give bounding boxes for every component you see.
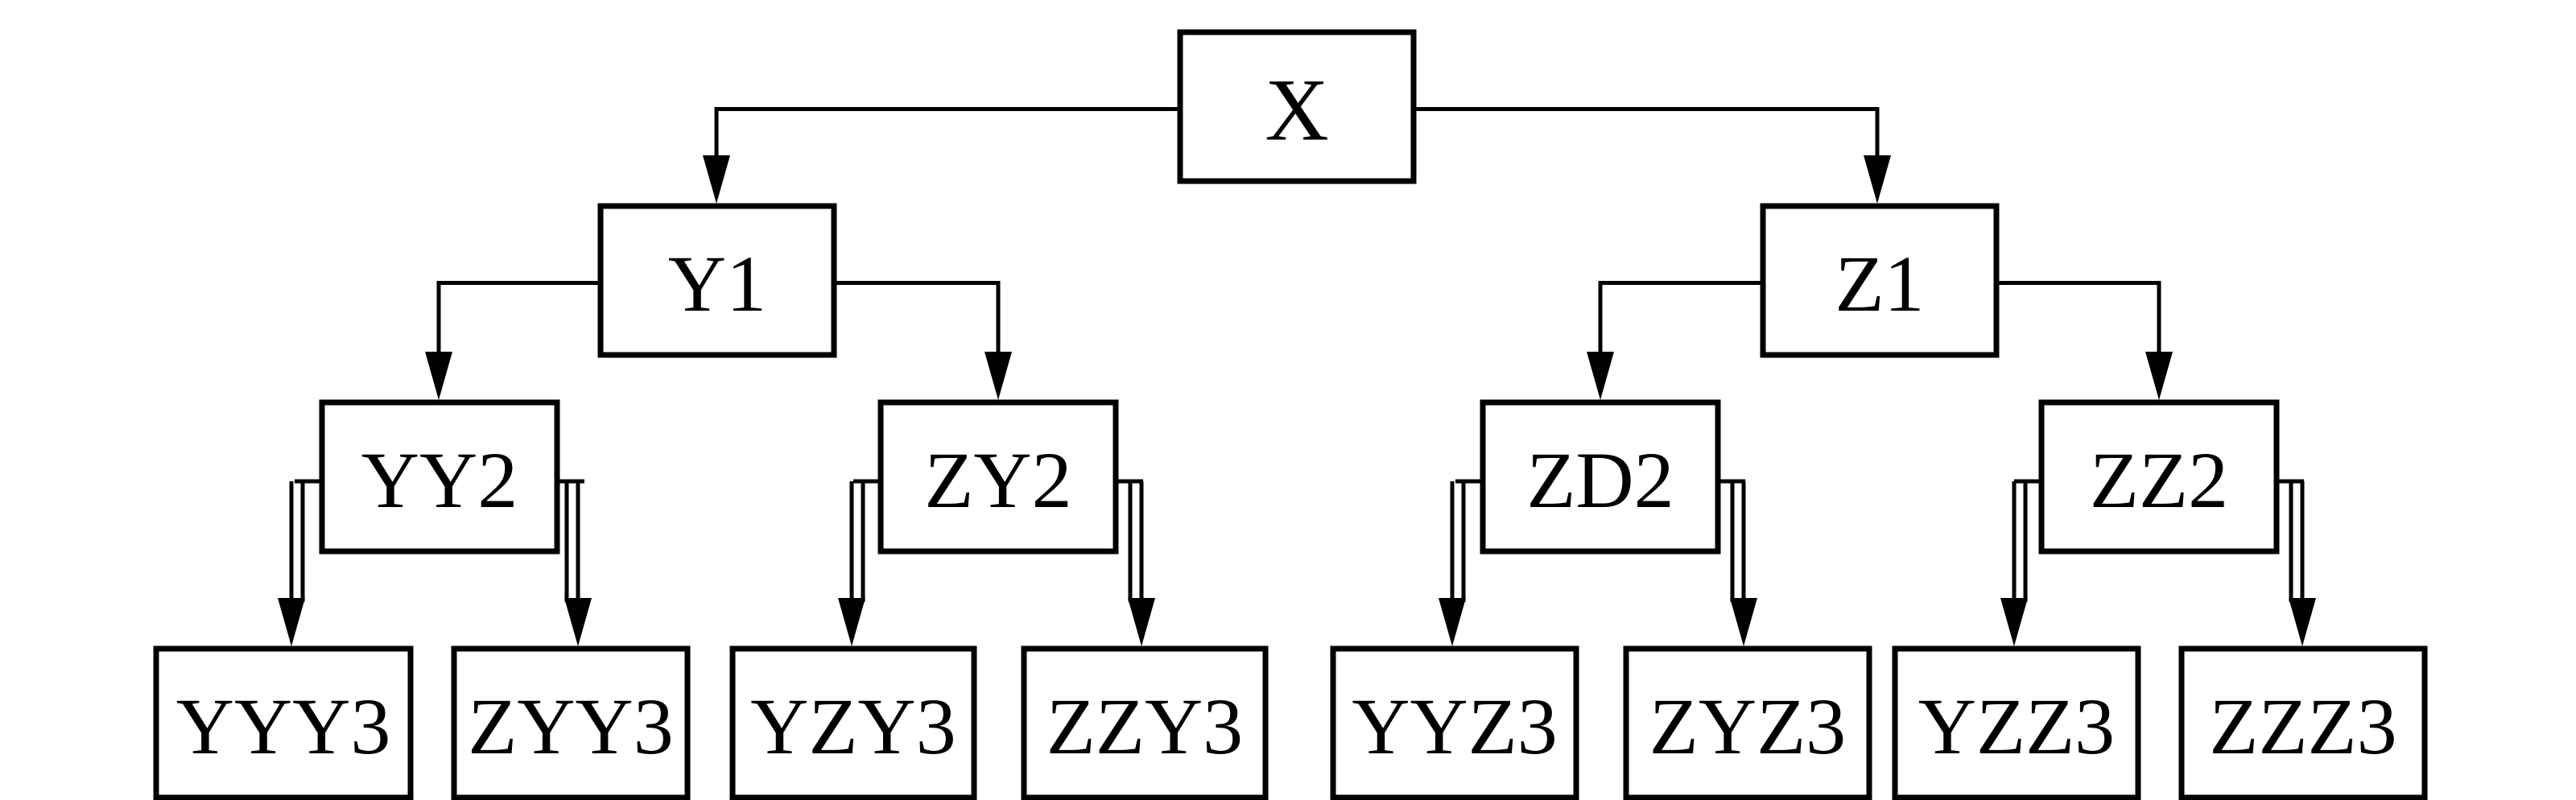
- node-box: [1330, 645, 1579, 800]
- node-box: [1623, 645, 1872, 800]
- arrow-head: [1587, 352, 1614, 400]
- node-label: YZZ3: [1918, 682, 2115, 771]
- node-box: [729, 645, 977, 800]
- node-zzz3: ZZZ3: [2178, 645, 2428, 800]
- node-label: Z1: [1835, 239, 1924, 328]
- node-label: YYY3: [176, 682, 391, 771]
- node-zyz3: ZYZ3: [1623, 645, 1872, 800]
- node-label: ZYY3: [468, 682, 674, 771]
- node-zz2: ZZ2: [2038, 399, 2280, 555]
- edge-bracket-line: [300, 479, 322, 602]
- arrow-head: [1128, 598, 1155, 646]
- node-zyy3: ZYY3: [451, 645, 691, 800]
- node-x: X: [1177, 29, 1417, 184]
- edge-y1-to-yy2: [425, 281, 601, 400]
- node-box: [597, 203, 837, 358]
- node-box: [1760, 203, 2000, 358]
- edge-z1-to-zz2: [1996, 281, 2173, 400]
- node-box: [319, 399, 560, 555]
- node-zy2: ZY2: [877, 399, 1119, 555]
- node-label: ZZ2: [2090, 435, 2228, 525]
- arrow-head: [2000, 598, 2028, 646]
- edge-zd2-to-zyz3: [1718, 479, 1757, 646]
- node-box: [451, 645, 691, 800]
- node-label: X: [1265, 61, 1328, 159]
- edge-zd2-to-yyz3: [1439, 479, 1483, 646]
- edge-line: [2277, 479, 2305, 602]
- node-label: ZYZ3: [1649, 682, 1846, 771]
- edge-line: [557, 479, 584, 602]
- node-box: [1892, 645, 2141, 800]
- arrow-head: [703, 155, 730, 204]
- edge-line: [1996, 281, 2161, 356]
- node-y1: Y1: [597, 203, 837, 358]
- edge-z1-to-zd2: [1587, 281, 1763, 400]
- edge-line: [2012, 479, 2041, 602]
- edge-yy2-to-yyy3: [278, 479, 322, 646]
- edges-layer: [278, 107, 2316, 646]
- node-zd2: ZD2: [1480, 399, 1721, 555]
- edge-line: [834, 281, 1001, 356]
- edge-line: [1450, 479, 1483, 602]
- edge-line: [436, 281, 601, 356]
- edge-line: [714, 107, 1180, 159]
- edge-line: [1598, 281, 1763, 356]
- node-label: ZZY3: [1046, 682, 1243, 771]
- edge-y1-to-zy2: [834, 281, 1012, 400]
- node-z1: Z1: [1760, 203, 2000, 358]
- node-label: YYZ3: [1352, 682, 1558, 771]
- arrow-head: [564, 598, 592, 646]
- arrow-head: [1730, 598, 1757, 646]
- edge-line: [1116, 479, 1144, 602]
- edge-line: [1718, 479, 1746, 602]
- node-yyz3: YYZ3: [1330, 645, 1579, 800]
- edge-line: [289, 479, 322, 602]
- node-yy2: YY2: [319, 399, 560, 555]
- arrow-head: [1864, 155, 1891, 204]
- node-box: [2038, 399, 2280, 555]
- node-zzy3: ZZY3: [1021, 645, 1269, 800]
- edge-bracket-line: [1461, 479, 1483, 602]
- node-box: [877, 399, 1119, 555]
- arrow-head: [1439, 598, 1466, 646]
- arrow-head: [985, 352, 1012, 400]
- arrow-head: [425, 352, 452, 400]
- node-box: [1480, 399, 1721, 555]
- node-label: Y1: [668, 239, 766, 328]
- edge-line: [1414, 107, 1880, 159]
- node-box: [2178, 645, 2428, 800]
- node-label: YY2: [361, 435, 518, 525]
- node-label: ZZZ3: [2209, 682, 2396, 771]
- arrow-head: [2289, 598, 2316, 646]
- edge-zy2-to-yzy3: [838, 479, 881, 646]
- node-label: ZD2: [1526, 435, 1674, 525]
- edge-zz2-to-yzz3: [2000, 479, 2041, 646]
- node-box: [1021, 645, 1269, 800]
- edge-x-to-y1: [703, 107, 1180, 204]
- node-yzz3: YZZ3: [1892, 645, 2141, 800]
- edge-zy2-to-zzy3: [1116, 479, 1155, 646]
- edge-line: [849, 479, 881, 602]
- edge-yy2-to-zyy3: [557, 479, 592, 646]
- arrow-head: [2145, 352, 2173, 400]
- node-yyy3: YYY3: [153, 645, 414, 800]
- node-yzy3: YZY3: [729, 645, 977, 800]
- edge-x-to-z1: [1414, 107, 1891, 204]
- arrow-head: [278, 598, 305, 646]
- arrow-head: [838, 598, 865, 646]
- node-box: [153, 645, 414, 800]
- node-label: YZY3: [750, 682, 956, 771]
- node-box: [1177, 29, 1417, 184]
- node-label: ZY2: [924, 435, 1071, 525]
- edge-zz2-to-zzz3: [2277, 479, 2316, 646]
